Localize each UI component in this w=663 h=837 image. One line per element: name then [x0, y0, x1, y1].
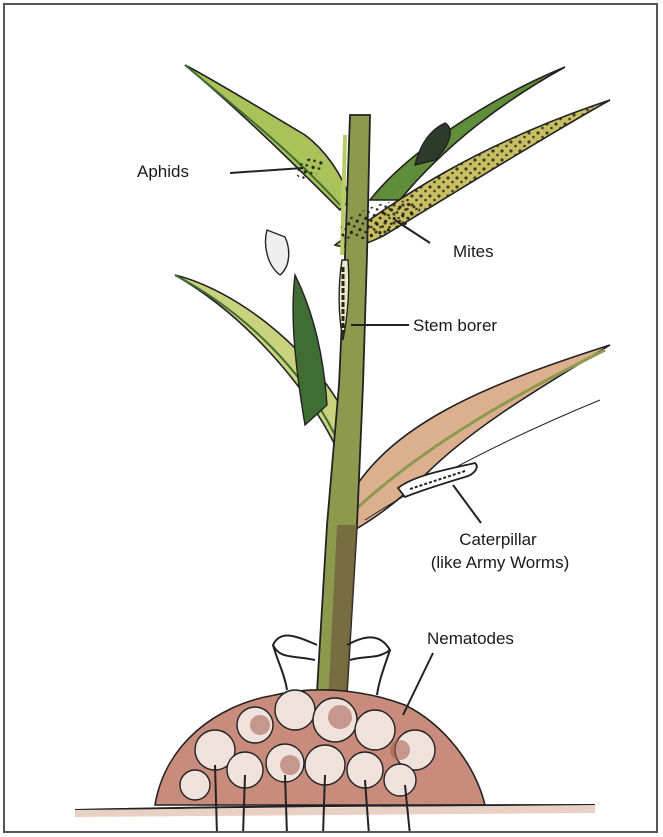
leaf-caterpillar [345, 345, 610, 535]
maize-pest-illustration [5, 5, 658, 833]
diagram-frame: Aphids Mites Stem borer Caterpillar (lik… [3, 3, 658, 833]
pointer-mites [395, 220, 430, 243]
label-aphids: Aphids [137, 162, 189, 182]
label-stem-borer: Stem borer [413, 316, 497, 336]
pointer-nematodes [403, 653, 433, 715]
pointer-aphids [230, 168, 303, 173]
label-mites: Mites [453, 242, 494, 262]
label-nematodes: Nematodes [427, 629, 514, 649]
label-caterpillar: Caterpillar [453, 530, 543, 550]
tassel-left [266, 230, 289, 275]
label-caterpillar-note: (like Army Worms) [415, 553, 585, 573]
pointer-caterpillar [453, 485, 481, 523]
tassel-right [415, 123, 450, 165]
leaf-middle-left-dark [293, 275, 327, 425]
